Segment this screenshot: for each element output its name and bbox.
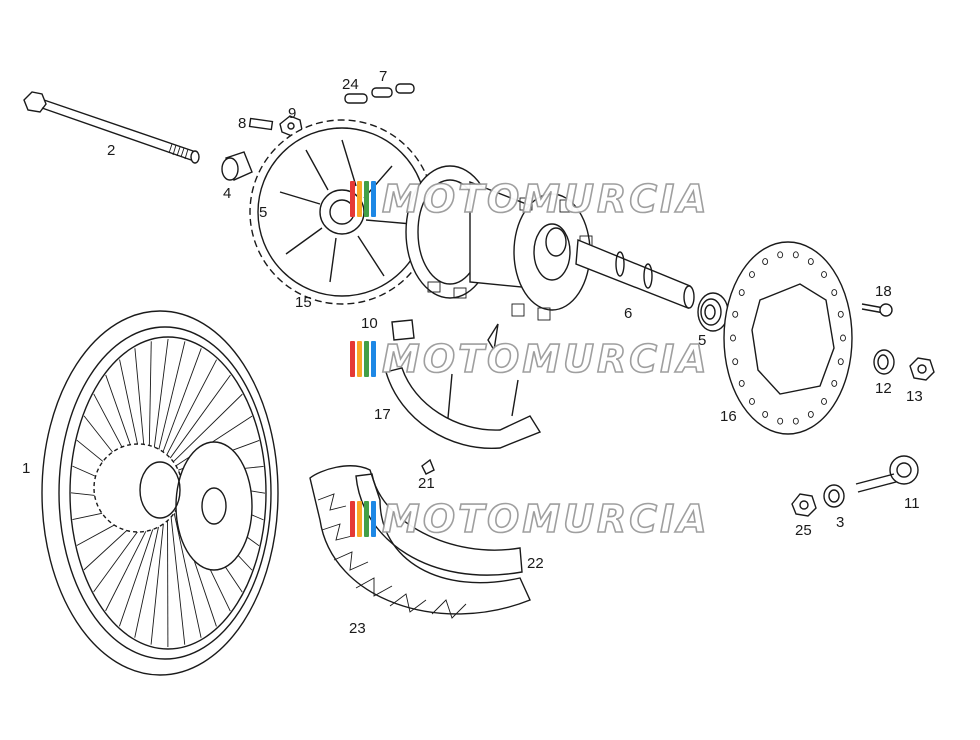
part-bolt-18: [862, 304, 892, 316]
label-part-2: 2: [107, 143, 115, 158]
label-part-23: 23: [349, 621, 366, 636]
label-part-9: 9: [288, 106, 296, 121]
label-part-13: 13: [906, 389, 923, 404]
label-part-17: 17: [374, 407, 391, 422]
part-spacer: [222, 152, 252, 180]
part-brake-disc: [724, 242, 852, 434]
part-bearing-right: [698, 293, 728, 331]
part-nipple-21: [422, 460, 434, 474]
label-part-22: 22: [527, 556, 544, 571]
label-part-25: 25: [795, 523, 812, 538]
label-part-11: 11: [904, 496, 920, 511]
label-part-4: 4: [223, 186, 231, 201]
label-part-5-left: 5: [259, 205, 267, 220]
part-washer-3: [824, 485, 844, 507]
watermark-text: MOTOMURCIA: [382, 337, 710, 381]
watermark-stripes: [350, 341, 376, 377]
label-part-6: 6: [624, 306, 632, 321]
label-part-16: 16: [720, 409, 737, 424]
part-nut-25: [792, 494, 816, 516]
label-part-3: 3: [836, 515, 844, 530]
label-part-10: 10: [361, 316, 378, 331]
watermark-stripes: [350, 181, 376, 217]
label-part-8: 8: [238, 116, 246, 131]
label-part-21: 21: [418, 476, 435, 491]
part-washer-12: [874, 350, 894, 374]
part-bolt-11: [856, 456, 918, 492]
watermark-text: MOTOMURCIA: [382, 497, 710, 541]
part-complete-wheel: [42, 311, 278, 675]
label-part-24: 24: [342, 77, 359, 92]
watermark-stripes: [350, 501, 376, 537]
watermark-text: MOTOMURCIA: [382, 177, 710, 221]
label-part-15: 15: [295, 295, 312, 310]
watermark-top: MOTOMURCIA: [350, 179, 710, 219]
label-part-18: 18: [875, 284, 892, 299]
watermark-bottom: MOTOMURCIA: [350, 499, 710, 539]
label-part-12: 12: [875, 381, 892, 396]
label-part-1: 1: [22, 461, 30, 476]
watermark-middle: MOTOMURCIA: [350, 339, 710, 379]
label-part-7: 7: [379, 69, 387, 84]
part-shaft: [576, 240, 694, 308]
part-nut-13: [910, 358, 934, 380]
